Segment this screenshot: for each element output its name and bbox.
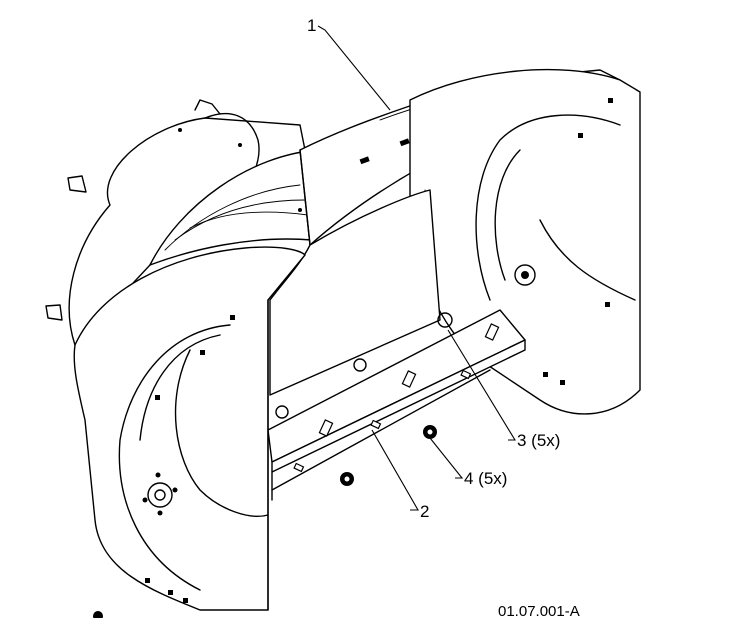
callout-1: 1 [307, 16, 316, 35]
leader-lines [317, 25, 516, 511]
callout-2: 2 [420, 502, 429, 521]
callout-4: 4 (5x) [464, 469, 507, 488]
housing-band [149, 149, 319, 266]
figure-id: 01.07.001-A [498, 603, 580, 618]
housing-rear-wall [269, 189, 453, 419]
callout-3: 3 (5x) [517, 431, 560, 450]
leader-1 [317, 25, 391, 111]
leader-2 [371, 429, 419, 511]
leader-3 [447, 329, 516, 441]
leader-4 [429, 437, 464, 479]
hex-nut-part-4 [340, 425, 437, 486]
left-side-plate [73, 246, 306, 618]
scraper-bar-part-2 [267, 309, 526, 501]
